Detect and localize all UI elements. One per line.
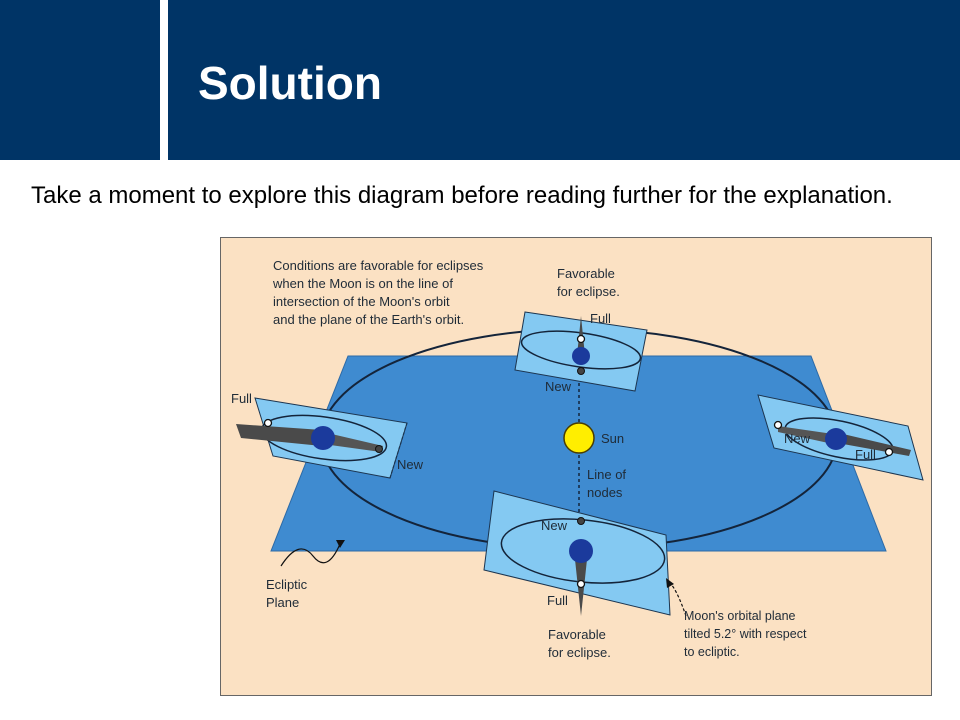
moon-full-right: [884, 447, 894, 457]
full-bottom-label: Full: [547, 593, 568, 608]
ecliptic-plane-label: Ecliptic Plane: [266, 577, 311, 610]
favorable-top-label: Favorable for eclipse.: [557, 266, 620, 299]
sun: [563, 422, 595, 454]
moon-new-left: [375, 445, 383, 453]
new-left-label: New: [397, 457, 424, 472]
earth-bottom: [569, 539, 593, 563]
new-bottom-label: New: [541, 518, 568, 533]
moon-full-bottom: [576, 579, 586, 589]
conditions-note: Conditions are favorable for eclipses wh…: [272, 258, 487, 327]
moon-new-top: [577, 367, 585, 375]
new-top-label: New: [545, 379, 572, 394]
earth-left: [311, 426, 335, 450]
moon-new-right: [773, 420, 783, 430]
full-right-label: Full: [855, 447, 876, 462]
full-left-label: Full: [231, 391, 252, 406]
sun-label: Sun: [601, 431, 624, 446]
moon-full-left: [263, 418, 273, 428]
intro-text: Take a moment to explore this diagram be…: [31, 182, 893, 209]
moon-orbit-plane-left: [236, 397, 408, 479]
header-left-block: [0, 0, 160, 160]
header-bar: [168, 0, 960, 160]
slide-title: Solution: [198, 57, 382, 109]
moon-orbit-plane-bottom: [483, 490, 671, 616]
ecliptic-plane-pointer: [280, 543, 341, 567]
moon-new-bottom: [577, 517, 585, 525]
favorable-bottom-label: Favorable for eclipse.: [548, 627, 611, 660]
moon-orbital-plane-label: Moon's orbital plane tilted 5.2° with re…: [684, 609, 810, 659]
moon-orbit-plane-right: [757, 394, 924, 481]
moon-orbit-plane-top: [514, 311, 648, 392]
earth-right: [825, 428, 847, 450]
diagram-canvas: Conditions are favorable for eclipses wh…: [231, 258, 924, 660]
earth-top: [572, 347, 590, 365]
eclipse-diagram: Conditions are favorable for eclipses wh…: [220, 237, 932, 696]
full-top-label: Full: [590, 311, 611, 326]
new-right-label: New: [784, 431, 811, 446]
moon-plane-pointer: [669, 582, 687, 617]
line-of-nodes-label: Line of nodes: [587, 467, 630, 500]
moon-full-top: [576, 334, 586, 344]
